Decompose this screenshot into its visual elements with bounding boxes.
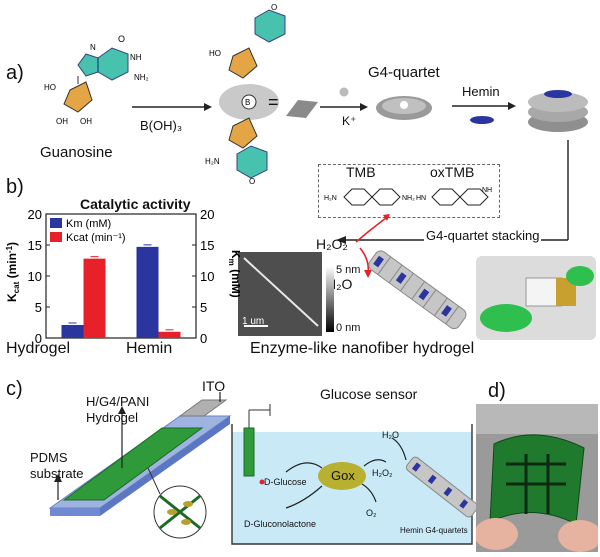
hydrogel-label-1: H/G4/PANI xyxy=(86,394,150,409)
oxtmb-label: oxTMB xyxy=(430,164,475,180)
y-tick-label-right: 20 xyxy=(200,210,214,222)
panel-c-letter: c) xyxy=(6,378,23,400)
svg-text:O: O xyxy=(271,4,277,12)
afm-min-label: 0 nm xyxy=(336,322,361,334)
bar xyxy=(136,246,159,338)
svg-text:NH₂: NH₂ xyxy=(402,195,415,202)
svg-text:N: N xyxy=(90,43,96,52)
y-axis-left-label: Kcat (min-1) xyxy=(5,242,21,302)
hydrogel-caption: Enzyme-like nanofiber hydrogel xyxy=(250,340,475,357)
h2o2-label: H₂O₂ xyxy=(316,236,348,252)
sensor-h2o-label: H₂O xyxy=(382,430,399,440)
legend-swatch xyxy=(50,218,62,228)
bar xyxy=(61,324,84,338)
guanosine-structure: O NH NH₂ N HO OH OH xyxy=(44,34,149,126)
stacking-label: G4-quartet stacking xyxy=(424,228,542,243)
pdms-label-2: substrate xyxy=(30,466,84,481)
hydrogel-label-2: Hydrogel xyxy=(86,410,139,425)
glucose-sensor-beaker xyxy=(231,404,478,545)
y-tick-label-right: 15 xyxy=(200,238,214,253)
borate-block-icon xyxy=(286,100,318,118)
y-tick-label-left: 0 xyxy=(35,331,42,346)
svg-text:B: B xyxy=(245,98,250,107)
svg-text:OH: OH xyxy=(80,117,92,126)
svg-text:H₂N: H₂N xyxy=(324,195,337,202)
gluconolactone-label: D-Gluconolactone xyxy=(244,519,317,529)
tmb-structures: H₂N NH₂ HN NH xyxy=(324,187,492,206)
legend-label: Kcat (min⁻¹) xyxy=(66,232,126,244)
y-tick-label-left: 15 xyxy=(28,238,42,253)
tmb-label: TMB xyxy=(346,164,376,180)
equals-sign: = xyxy=(268,92,279,112)
bar xyxy=(83,258,106,338)
electrode-diagram xyxy=(48,392,232,539)
svg-text:NH: NH xyxy=(130,53,142,62)
afm-scale-label: 1 um xyxy=(242,316,265,327)
panel-b-letter: b) xyxy=(6,176,24,198)
y-tick-label-left: 10 xyxy=(28,269,42,284)
pdms-label-1: PDMS xyxy=(30,450,68,465)
legend-label: Km (mM) xyxy=(66,218,111,230)
y-tick-label-right: 5 xyxy=(200,300,207,315)
k-arrow xyxy=(320,103,368,111)
panel-d-letter: d) xyxy=(488,380,506,402)
sensor-h2o2-label: H₂O₂ xyxy=(372,468,393,478)
svg-text:NH₂: NH₂ xyxy=(134,73,149,82)
hemin-g4-stack-icon xyxy=(528,90,588,132)
catalytic-chart: 0 5 10 15 20 0 5 10 15 20 Km (mM) Kcat (min⁻¹) Kc… xyxy=(5,210,240,346)
hemin-g4-label: Hemin G4-quartets xyxy=(400,526,468,535)
k-label: K⁺ xyxy=(342,114,357,128)
afm-colorbar xyxy=(326,266,334,332)
reaction-arrow xyxy=(132,103,212,111)
svg-text:O: O xyxy=(249,177,255,184)
g4-quartet-icon xyxy=(376,96,432,120)
dglucose-label: D-Glucose xyxy=(264,477,307,487)
chart-title: Catalytic activity xyxy=(80,196,191,212)
flexible-device-photo xyxy=(476,404,598,552)
borate-diester-structure: O HO B H₂N O xyxy=(205,4,286,184)
quartet-label: G4-quartet xyxy=(368,64,440,81)
legend-swatch xyxy=(50,232,62,242)
hydrogel-photo xyxy=(476,256,596,340)
svg-text:H₂N: H₂N xyxy=(205,157,220,166)
x-category-label: Hydrogel xyxy=(6,340,71,357)
svg-text:NH: NH xyxy=(482,187,492,194)
sensor-title: Glucose sensor xyxy=(320,386,418,402)
panel-a-letter: a) xyxy=(6,62,24,84)
afm-max-label: 5 nm xyxy=(336,264,361,276)
k-ion-icon xyxy=(339,87,349,97)
svg-text:HO: HO xyxy=(44,83,56,92)
gox-label: Gox xyxy=(331,468,355,483)
bar xyxy=(158,331,181,338)
sensor-o2-label: O₂ xyxy=(366,508,377,518)
y-tick-label-left: 20 xyxy=(28,210,42,222)
nanofiber-stack xyxy=(368,250,467,330)
y-tick-label-left: 5 xyxy=(35,300,42,315)
y-tick-label-right: 0 xyxy=(200,331,207,346)
catalysis-arrows xyxy=(355,214,390,278)
ito-label: ITO xyxy=(202,378,226,394)
svg-text:O: O xyxy=(118,34,125,44)
afm-image xyxy=(238,252,322,336)
y-axis-right-label: Km (mM) xyxy=(227,250,240,298)
y-tick-label-right: 10 xyxy=(200,269,214,284)
svg-text:HN: HN xyxy=(416,195,426,202)
hemin-arrow xyxy=(452,102,516,124)
x-category-label: Hemin xyxy=(126,340,173,357)
reagent-label: B(OH)₃ xyxy=(140,118,183,133)
hemin-label: Hemin xyxy=(462,84,500,99)
svg-text:HO: HO xyxy=(209,49,221,58)
guanosine-label: Guanosine xyxy=(40,144,113,161)
svg-text:OH: OH xyxy=(56,117,68,126)
tmb-box xyxy=(318,164,500,218)
